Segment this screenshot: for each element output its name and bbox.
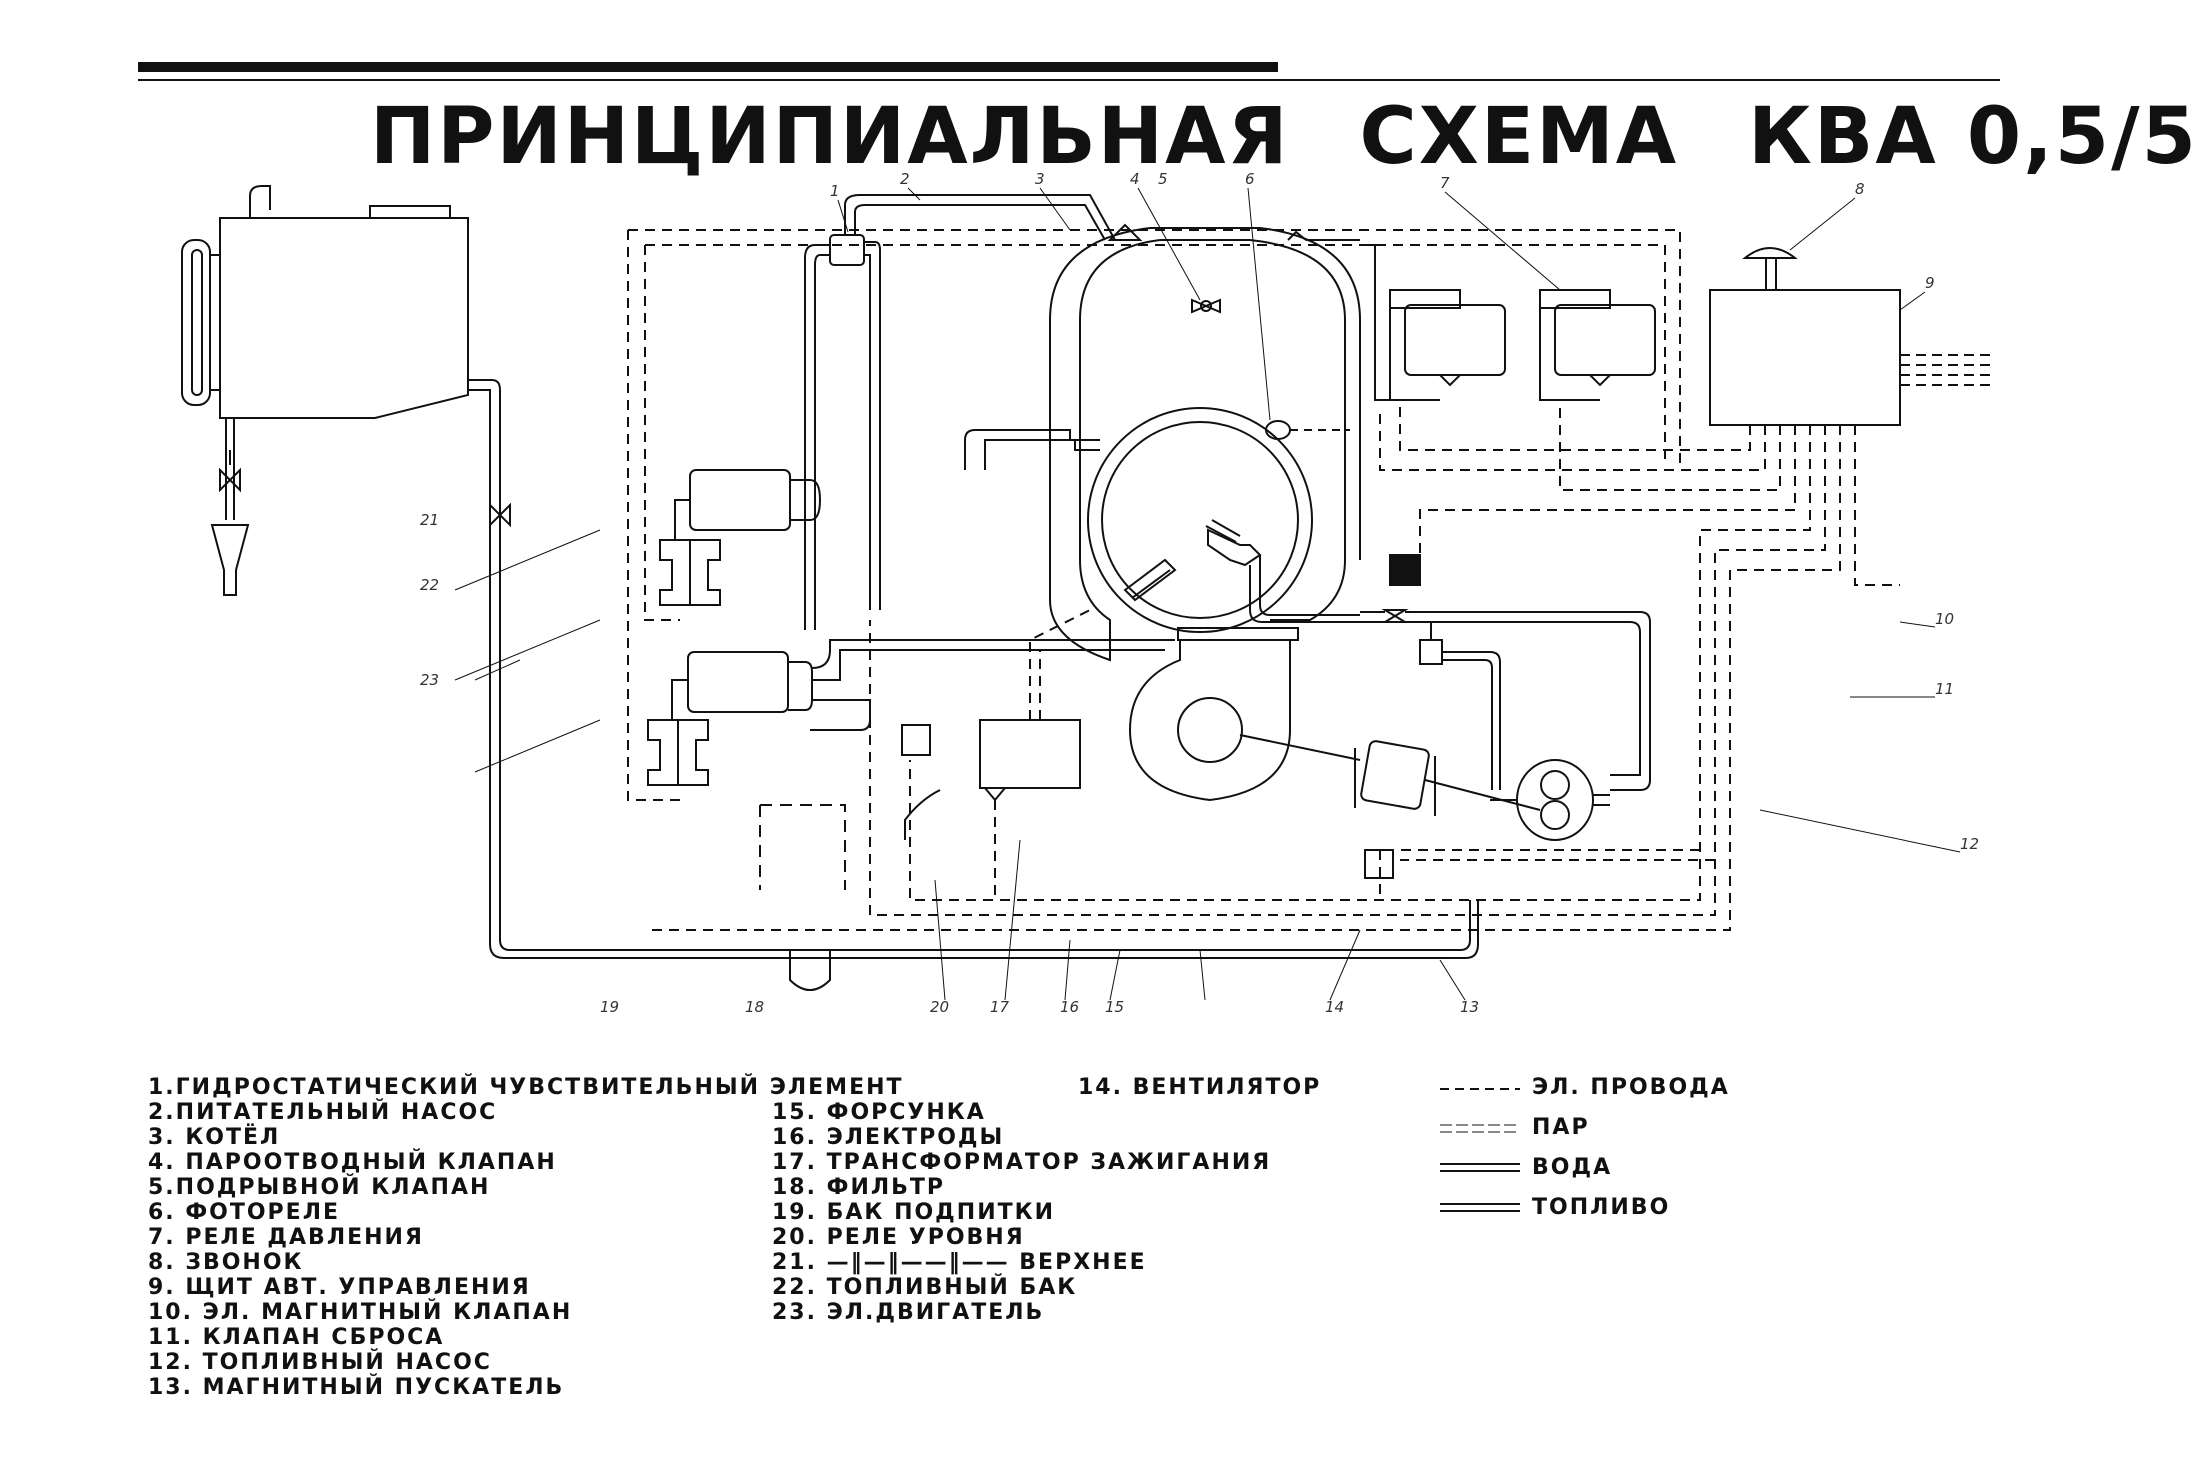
callout-23: 23	[420, 671, 439, 689]
water-line-3	[810, 699, 871, 731]
legend-item: 3. КОТЁЛ	[148, 1125, 281, 1150]
dashed-line-swatch	[1440, 1088, 1520, 1090]
relief-valve	[1191, 298, 1221, 314]
header-bar	[138, 62, 1278, 72]
fuel-pump	[1490, 759, 1610, 841]
callout-11: 11	[1935, 680, 1954, 698]
makeup-tank-line	[904, 789, 941, 840]
control-wiring-outer	[627, 229, 1681, 801]
callout-14: 14	[1325, 998, 1344, 1016]
motor-lower	[671, 651, 813, 720]
legend-item: 11. КЛАПАН СБРОСА	[148, 1325, 445, 1350]
legend-item: 6. ФОТОРЕЛЕ	[148, 1200, 341, 1225]
callout-12: 12	[1960, 835, 1979, 853]
legend-item: 12. ТОПЛИВНЫЙ НАСОС	[148, 1350, 492, 1375]
fuel-relief-valve	[1419, 622, 1501, 790]
legend-item: 13. МАГНИТНЫЙ ПУСКАТЕЛЬ	[148, 1375, 565, 1400]
callout-5: 5	[1158, 170, 1168, 188]
fuel-supply-line	[468, 379, 1479, 959]
title-part-3: КВА 0,5/5	[1748, 92, 2198, 182]
legend-item: 10. ЭЛ. МАГНИТНЫЙ КЛАПАН	[148, 1300, 573, 1325]
control-harness	[650, 400, 1900, 931]
callout-18: 18	[745, 998, 764, 1016]
legend-item: 5.ПОДРЫВНОЙ КЛАПАН	[148, 1175, 491, 1200]
callout-2: 2	[900, 170, 910, 188]
pressure-relay-left	[1389, 289, 1506, 401]
hydrostatic-element	[804, 194, 1116, 630]
callout-10: 10	[1935, 610, 1954, 628]
schematic-sheet: ПРИНЦИПИАЛЬНАЯ СХЕМА КВА 0,5/5	[138, 62, 2196, 1400]
page-title: ПРИНЦИПИАЛЬНАЯ СХЕМА КВА 0,5/5	[370, 92, 2198, 182]
key-label-water: ВОДА	[1532, 1155, 1613, 1180]
water-line-1	[811, 639, 1175, 669]
legend-item: 7. РЕЛЕ ДАВЛЕНИЯ	[148, 1225, 424, 1250]
callout-8: 8	[1855, 180, 1865, 198]
key-label-fuel: ТОПЛИВО	[1532, 1195, 1671, 1220]
legend-item: 17. ТРАНСФОРМАТОР ЗАЖИГАНИЯ	[772, 1150, 1272, 1175]
legend-list-left: 1.ГИДРОСТАТИЧЕСКИЙ ЧУВСТВИТЕЛЬНЫЙ ЭЛЕМЕН…	[148, 1075, 904, 1400]
legend-item: 21. —‖—‖——‖—— ВЕРХНЕЕ	[772, 1250, 1147, 1275]
callout-leaders	[454, 187, 1961, 1001]
legend-item: 2.ПИТАТЕЛЬНЫЙ НАСОС	[148, 1100, 498, 1125]
filter	[789, 949, 831, 991]
boiler	[964, 227, 1361, 662]
callout-15: 15	[1105, 998, 1124, 1016]
steam-line-swatch	[1440, 1124, 1520, 1133]
callout-19: 19	[600, 998, 619, 1016]
legend-item: 22. ТОПЛИВНЫЙ БАК	[772, 1275, 1078, 1300]
callout-6: 6	[1245, 170, 1255, 188]
callout-20: 20	[930, 998, 949, 1016]
schematic-drawing: 1 2 3 4 5 6 7 8 9 10 11 12 13 14 15 16 1…	[138, 62, 2000, 1016]
callout-4: 4	[1130, 170, 1140, 188]
sensor-line	[759, 804, 846, 890]
motor-upper	[674, 469, 822, 540]
burner	[1123, 519, 1360, 623]
callout-3: 3	[1035, 170, 1045, 188]
photo-relay	[1265, 230, 1360, 440]
legend-list-top: 14. ВЕНТИЛЯТОР	[1078, 1075, 1321, 1100]
pressure-relay-right	[1539, 289, 1656, 401]
boiler-flange	[1177, 627, 1299, 641]
legend-item: 9. ЩИТ АВТ. УПРАВЛЕНИЯ	[148, 1275, 531, 1300]
level-relay	[901, 724, 931, 756]
pressure-line	[1360, 244, 1390, 401]
feed-pump-upper	[659, 539, 721, 606]
legend-item: 16. ЭЛЕКТРОДЫ	[772, 1125, 1005, 1150]
legend-item: 8. ЗВОНОК	[148, 1250, 304, 1275]
title-part-2: СХЕМА	[1359, 92, 1679, 182]
solenoid-valve	[1360, 554, 1651, 791]
key-label-steam: ПАР	[1532, 1115, 1590, 1140]
control-panel	[1709, 247, 1990, 426]
callout-9: 9	[1925, 274, 1935, 292]
legend-item: 20. РЕЛЕ УРОВНЯ	[772, 1225, 1025, 1250]
legend-item: 4. ПАРООТВОДНЫЙ КЛАПАН	[148, 1150, 557, 1175]
callout-17: 17	[990, 998, 1010, 1016]
title-part-1: ПРИНЦИПИАЛЬНАЯ	[370, 92, 1290, 182]
electric-motor	[1354, 740, 1541, 816]
callout-1: 1	[830, 182, 840, 200]
legend-list-right: 15. ФОРСУНКА 16. ЭЛЕКТРОДЫ 17. ТРАНСФОРМ…	[772, 1100, 1271, 1325]
callout-7: 7	[1440, 174, 1450, 192]
legend-item: 23. ЭЛ.ДВИГАТЕЛЬ	[772, 1300, 1045, 1325]
fuel-line-swatch	[1440, 1203, 1520, 1212]
ignition-transformer	[979, 719, 1081, 802]
legend-item: 19. БАК ПОДПИТКИ	[772, 1200, 1056, 1225]
steam-outlet-valve	[1107, 223, 1143, 241]
control-wiring-inner	[644, 244, 1666, 621]
callout-16: 16	[1060, 998, 1079, 1016]
feed-pump-lower	[647, 719, 709, 786]
callout-21: 21	[420, 511, 439, 529]
water-line-swatch	[1440, 1163, 1520, 1172]
legend-item: 1.ГИДРОСТАТИЧЕСКИЙ ЧУВСТВИТЕЛЬНЫЙ ЭЛЕМЕН…	[148, 1075, 904, 1100]
fuel-tank	[181, 185, 469, 596]
callout-22: 22	[420, 576, 439, 594]
callout-13: 13	[1460, 998, 1479, 1016]
legend-item: 18. ФИЛЬТР	[772, 1175, 946, 1200]
legend-item: 15. ФОРСУНКА	[772, 1100, 986, 1125]
key-label-wires: ЭЛ. ПРОВОДА	[1532, 1075, 1730, 1100]
legend-item: 14. ВЕНТИЛЯТОР	[1078, 1075, 1322, 1100]
fan	[1128, 640, 1361, 802]
water-line-2	[812, 649, 1165, 681]
